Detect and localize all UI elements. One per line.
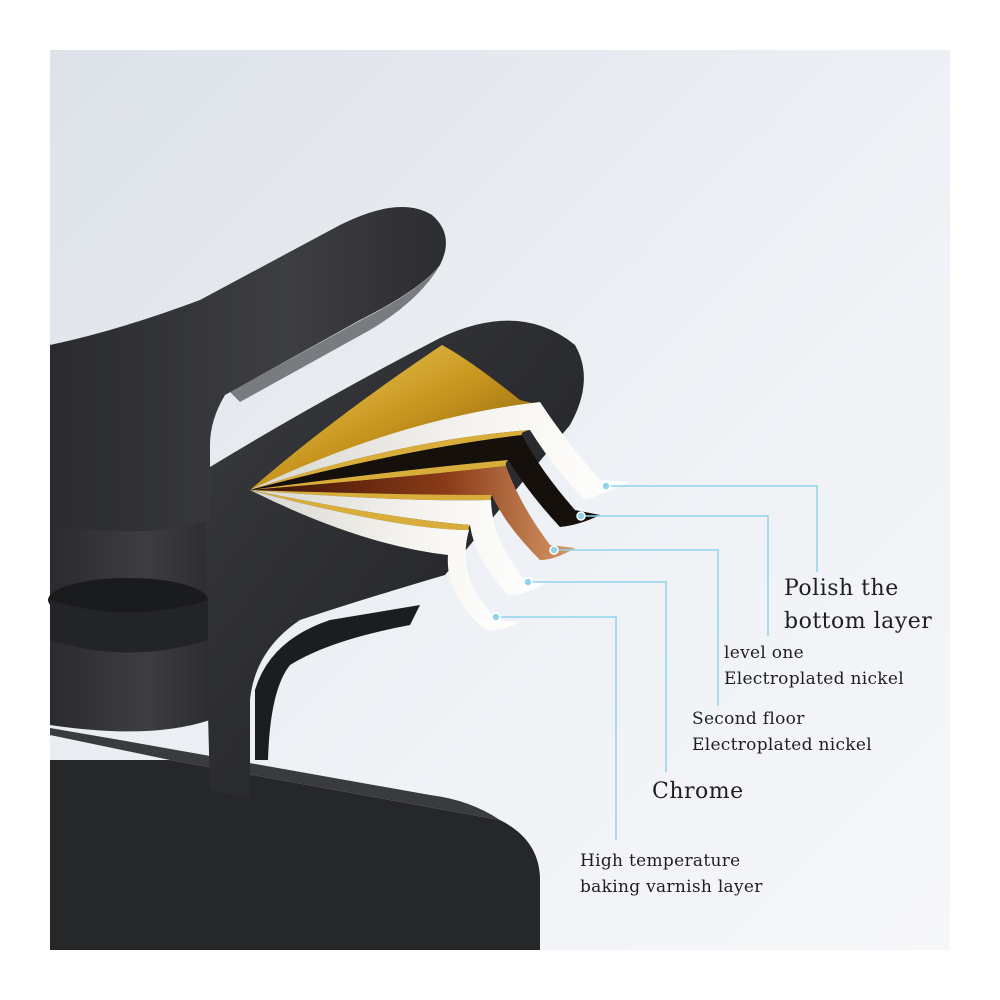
callout-label-level-one: level one Electroplated nickel	[724, 640, 904, 692]
callout-line-chrome	[530, 581, 667, 772]
layer-white-2	[250, 490, 545, 595]
callout-polish-line2: bottom layer	[784, 609, 933, 634]
callout-polish-line1: Polish the	[784, 576, 899, 601]
callout-dots	[491, 481, 611, 622]
callout-label-chrome: Chrome	[652, 775, 744, 808]
callout-line-second-floor	[556, 549, 719, 706]
callout-dot-varnish	[491, 612, 501, 622]
layer-gold-3	[250, 490, 492, 501]
callout-second-floor-line2: Electroplated nickel	[692, 735, 872, 755]
callout-chrome-line1: Chrome	[652, 779, 744, 804]
callout-label-second-floor: Second floor Electroplated nickel	[692, 706, 872, 758]
callout-level-one-line2: Electroplated nickel	[724, 669, 904, 689]
faucet-base	[50, 760, 540, 950]
callout-second-floor-line1: Second floor	[692, 709, 805, 729]
plating-layers	[250, 345, 630, 631]
callout-lines	[498, 485, 818, 840]
callout-dot-level-one	[576, 511, 586, 521]
callout-varnish-line1: High temperature	[580, 851, 741, 871]
callout-dot-polish	[601, 481, 611, 491]
callout-line-varnish	[498, 616, 617, 840]
faucet-lever-handle	[50, 207, 446, 532]
layer-copper	[250, 466, 575, 560]
layer-gold-4	[250, 490, 470, 530]
faucet-base-top	[50, 728, 500, 820]
callout-varnish-line2: baking varnish layer	[580, 877, 763, 897]
faucet-stem-collar	[50, 600, 208, 653]
layer-dark	[250, 435, 600, 527]
callout-level-one-line1: level one	[724, 643, 804, 663]
callout-label-polish: Polish the bottom layer	[784, 572, 932, 638]
layer-gold-1	[250, 430, 530, 490]
callout-line-polish	[608, 485, 818, 572]
callout-line-level-one	[583, 515, 769, 636]
layer-gold-top	[250, 345, 540, 490]
layer-white-1	[250, 402, 630, 500]
callout-dot-chrome	[523, 577, 533, 587]
faucet-lever-highlight	[230, 265, 440, 402]
layer-gold-2	[250, 460, 508, 490]
callout-dot-second-floor	[549, 545, 559, 555]
faucet-spout-opening	[255, 605, 420, 760]
callout-label-varnish: High temperature baking varnish layer	[580, 848, 763, 900]
